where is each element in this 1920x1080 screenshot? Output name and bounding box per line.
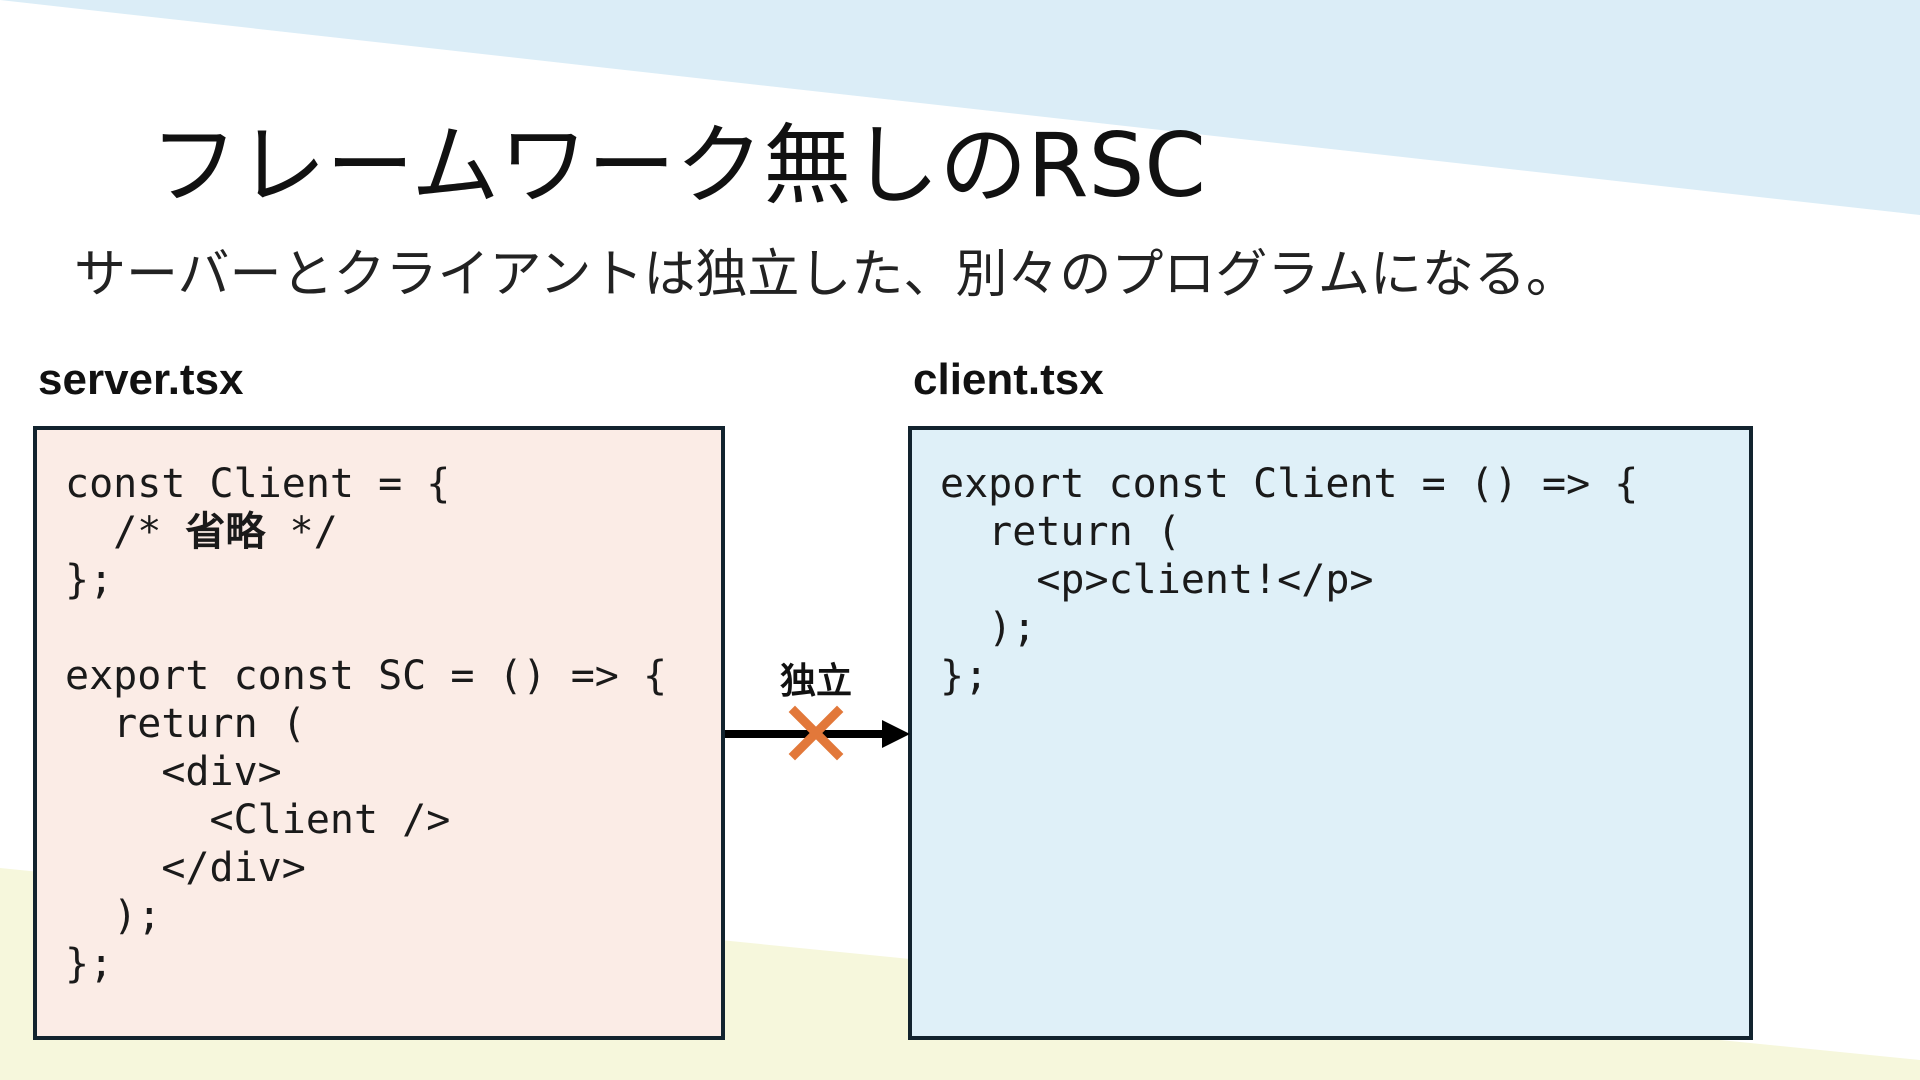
code-text: const Client = { (65, 461, 451, 507)
code-text: return ( (65, 701, 306, 747)
client-code-line: return ( (940, 508, 1749, 556)
server-code-line: <div> (65, 748, 721, 796)
code-text: <p>client!</p> (940, 557, 1374, 603)
code-text: export const SC = () => { (65, 653, 668, 699)
server-code-line: ); (65, 892, 721, 940)
client-code-line: ); (940, 604, 1749, 652)
client-code-line: export const Client = () => { (940, 460, 1749, 508)
code-text: }; (65, 941, 114, 987)
code-text: <div> (65, 749, 282, 795)
code-text: ); (65, 893, 162, 939)
background-blue-band (0, 0, 1920, 215)
client-filename: client.tsx (913, 355, 1104, 404)
server-code-line: }; (65, 940, 721, 988)
slide-subtitle: サーバーとクライアントは独立した、別々のプログラムになる。 (74, 245, 1578, 305)
slide-title: フレームワーク無しのRSC (150, 114, 1206, 217)
code-text: return ( (940, 509, 1181, 555)
server-code-line: export const SC = () => { (65, 652, 721, 700)
code-text: export const Client = () => { (940, 461, 1639, 507)
code-text: }; (65, 557, 114, 603)
server-code-line (65, 604, 721, 652)
client-code-panel: export const Client = () => { return ( <… (908, 426, 1753, 1040)
code-text: /* (65, 509, 186, 555)
server-code: const Client = { /* 省略 */}; export const … (37, 430, 721, 988)
server-code-line: /* 省略 */ (65, 508, 721, 556)
server-filename: server.tsx (38, 355, 244, 404)
server-code-panel: const Client = { /* 省略 */}; export const … (33, 426, 725, 1040)
client-code: export const Client = () => { return ( <… (912, 430, 1749, 700)
server-code-line: return ( (65, 700, 721, 748)
independent-label: 独立 (780, 661, 853, 702)
server-code-line: </div> (65, 844, 721, 892)
code-text: </div> (65, 845, 306, 891)
server-code-line: const Client = { (65, 460, 721, 508)
server-code-line: <Client /> (65, 796, 721, 844)
client-code-line: }; (940, 652, 1749, 700)
code-text: */ (265, 509, 338, 555)
code-comment-text: 省略 (185, 509, 266, 555)
client-code-line: <p>client!</p> (940, 556, 1749, 604)
code-text: <Client /> (65, 797, 451, 843)
server-code-line: }; (65, 556, 721, 604)
code-text: ); (940, 605, 1037, 651)
code-text: }; (940, 653, 989, 699)
